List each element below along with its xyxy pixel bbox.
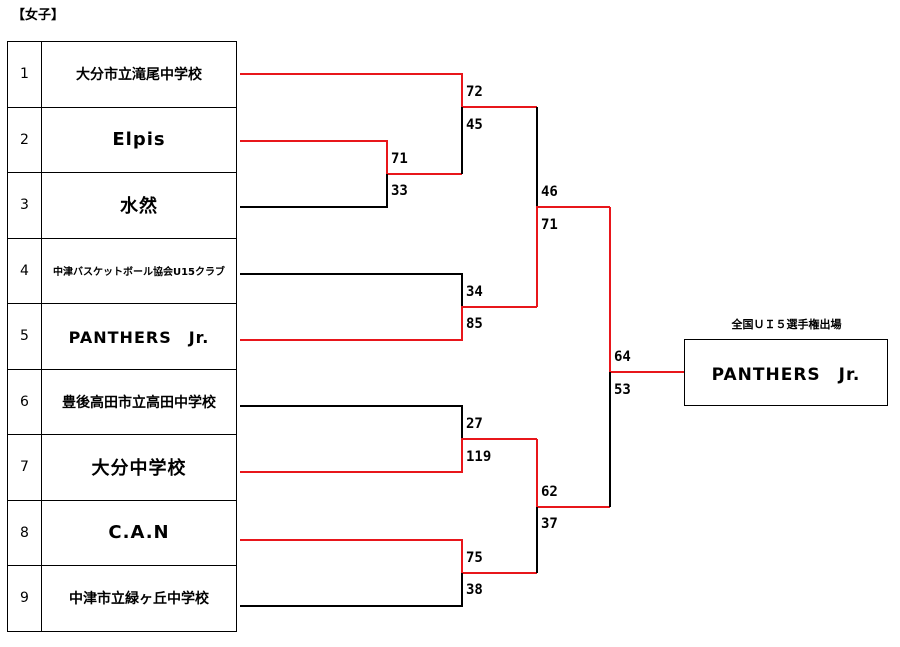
score-label: 72 bbox=[466, 84, 483, 100]
winner-line bbox=[240, 73, 537, 108]
score-label: 64 bbox=[614, 349, 631, 365]
score-label: 37 bbox=[541, 516, 558, 532]
winner-line bbox=[240, 438, 537, 473]
team-name: PANTHERS Jr. bbox=[41, 303, 237, 370]
score-label: 71 bbox=[541, 217, 558, 233]
score-label: 38 bbox=[466, 582, 483, 598]
score-label: 71 bbox=[391, 151, 408, 167]
score-label: 53 bbox=[614, 382, 631, 398]
score-label: 46 bbox=[541, 184, 558, 200]
loser-line bbox=[240, 573, 463, 607]
score-label: 75 bbox=[466, 550, 483, 566]
team-name: 大分市立滝尾中学校 bbox=[41, 41, 237, 108]
team-row: 7 大分中学校 bbox=[7, 434, 237, 501]
champion-name: PANTHERS Jr. bbox=[711, 365, 861, 385]
team-name: 豊後高田市立高田中学校 bbox=[41, 368, 237, 435]
bracket-heading: 【女子】 bbox=[12, 8, 65, 23]
team-row: 2 Elpis bbox=[7, 106, 237, 173]
seed-number: 5 bbox=[7, 303, 42, 370]
loser-line bbox=[240, 273, 463, 307]
champion-box: PANTHERS Jr. bbox=[684, 339, 888, 406]
winner-line bbox=[240, 140, 462, 175]
seed-number: 6 bbox=[7, 368, 42, 435]
score-label: 85 bbox=[466, 316, 483, 332]
seed-number: 4 bbox=[7, 237, 42, 304]
team-row: 5 PANTHERS Jr. bbox=[7, 303, 237, 370]
winner-line bbox=[609, 207, 684, 373]
winner-line bbox=[240, 306, 537, 341]
loser-line bbox=[240, 405, 463, 439]
team-row: 1 大分市立滝尾中学校 bbox=[7, 41, 237, 108]
score-label: 34 bbox=[466, 284, 483, 300]
seed-number: 8 bbox=[7, 499, 42, 566]
team-table: 1 大分市立滝尾中学校 2 Elpis 3 水然 4 中津バスケットボール協会U… bbox=[7, 41, 237, 632]
score-label: 33 bbox=[391, 183, 408, 199]
seed-number: 9 bbox=[7, 565, 42, 632]
team-name: 大分中学校 bbox=[41, 434, 237, 501]
team-row: 3 水然 bbox=[7, 172, 237, 239]
team-name: C.A.N bbox=[41, 499, 237, 566]
winner-line bbox=[240, 539, 537, 574]
team-name: 中津市立緑ヶ丘中学校 bbox=[41, 565, 237, 632]
team-row: 9 中津市立緑ヶ丘中学校 bbox=[7, 565, 237, 632]
loser-line bbox=[240, 174, 388, 208]
team-row: 4 中津バスケットボール協会U15クラブ bbox=[7, 237, 237, 304]
score-label: 45 bbox=[466, 117, 483, 133]
team-row: 8 C.A.N bbox=[7, 499, 237, 566]
score-label: 27 bbox=[466, 416, 483, 432]
team-name: 水然 bbox=[41, 172, 237, 239]
qualification-label: 全国ＵＩ５選手権出場 bbox=[731, 318, 842, 331]
team-name: Elpis bbox=[41, 106, 237, 173]
score-label: 62 bbox=[541, 484, 558, 500]
score-label: 119 bbox=[466, 449, 491, 465]
team-row: 6 豊後高田市立高田中学校 bbox=[7, 368, 237, 435]
team-name: 中津バスケットボール協会U15クラブ bbox=[41, 237, 237, 304]
seed-number: 3 bbox=[7, 172, 42, 239]
winner-line bbox=[536, 206, 610, 307]
